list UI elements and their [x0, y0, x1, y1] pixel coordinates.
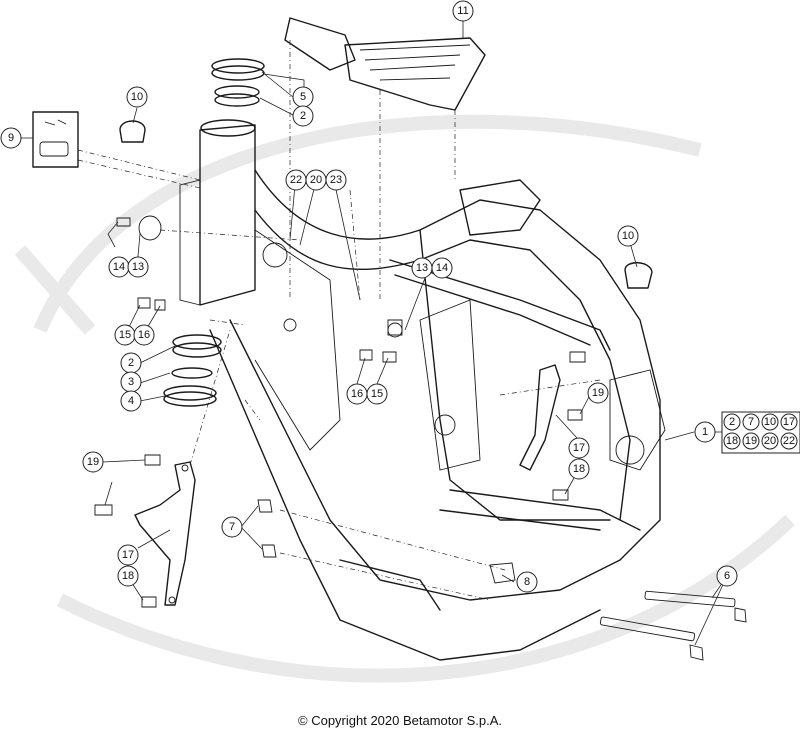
parts-kit-legend: 2 7 10 17 18 19 20 22 [721, 411, 800, 454]
steering-head-tube [179, 119, 256, 306]
callout-22[interactable]: 22 [285, 169, 307, 191]
callout-label: 14 [436, 262, 448, 274]
callout-16-left[interactable]: 16 [133, 324, 155, 346]
callout-label: 22 [290, 174, 302, 186]
callout-17-left[interactable]: 17 [117, 544, 139, 566]
legend-label: 22 [783, 435, 795, 447]
ignition-lock [32, 111, 79, 168]
legend-item[interactable]: 7 [742, 413, 760, 431]
callout-13-center[interactable]: 13 [411, 257, 433, 279]
callout-17-right[interactable]: 17 [568, 437, 590, 459]
callout-2-bottom[interactable]: 2 [120, 352, 142, 374]
legend-label: 19 [745, 435, 757, 447]
callout-10-left[interactable]: 10 [126, 86, 148, 108]
callout-14-left[interactable]: 14 [108, 256, 130, 278]
callout-label: 6 [724, 570, 730, 582]
legend-item[interactable]: 10 [761, 413, 779, 431]
callout-16-center[interactable]: 16 [346, 383, 368, 405]
callout-label: 10 [622, 230, 634, 242]
cable-clamp-parts [119, 120, 653, 289]
callout-label: 7 [229, 521, 235, 533]
legend-label: 10 [764, 416, 776, 428]
callout-label: 3 [128, 376, 134, 388]
callout-15-center[interactable]: 15 [366, 383, 388, 405]
callout-label: 16 [351, 388, 363, 400]
legend-label: 2 [729, 416, 735, 428]
callout-18-left[interactable]: 18 [117, 565, 139, 587]
top-bearing-stack [211, 58, 265, 107]
legend-item[interactable]: 22 [780, 432, 798, 450]
callout-label: 14 [113, 261, 125, 273]
callout-label: 13 [132, 261, 144, 273]
callout-5[interactable]: 5 [292, 86, 314, 108]
callout-18-right[interactable]: 18 [568, 458, 590, 480]
callout-6[interactable]: 6 [716, 565, 738, 587]
callout-label: 10 [131, 91, 143, 103]
copyright-notice: © Copyright 2020 Betamotor S.p.A. [298, 713, 502, 728]
callout-label: 5 [300, 91, 306, 103]
legend-label: 17 [783, 416, 795, 428]
callout-4[interactable]: 4 [120, 390, 142, 412]
bottom-bearing-stack [163, 334, 222, 407]
legend-item[interactable]: 2 [723, 413, 741, 431]
callout-label: 8 [524, 576, 530, 588]
callout-20[interactable]: 20 [305, 169, 327, 191]
callout-label: 19 [592, 387, 604, 399]
callout-11[interactable]: 11 [452, 0, 474, 22]
callout-label: 20 [310, 174, 322, 186]
legend-label: 7 [748, 416, 754, 428]
callout-7[interactable]: 7 [221, 516, 243, 538]
callout-label: 9 [8, 132, 14, 144]
callout-19-right[interactable]: 19 [587, 382, 609, 404]
callout-label: 1 [702, 426, 708, 438]
callout-label: 17 [122, 549, 134, 561]
legend-label: 20 [764, 435, 776, 447]
hardware [94, 215, 747, 661]
legend-item[interactable]: 20 [761, 432, 779, 450]
callout-label: 17 [573, 442, 585, 454]
callout-13-left[interactable]: 13 [127, 256, 149, 278]
callout-label: 2 [300, 110, 306, 122]
callout-8[interactable]: 8 [516, 571, 538, 593]
callout-23[interactable]: 23 [325, 169, 347, 191]
callout-label: 18 [573, 463, 585, 475]
leader-lines [21, 21, 728, 646]
side-bracket-left [134, 461, 196, 606]
callout-label: 4 [128, 395, 134, 407]
side-bracket-right [519, 364, 561, 471]
callout-2-top[interactable]: 2 [292, 105, 314, 127]
callout-9[interactable]: 9 [0, 127, 22, 149]
callout-15-left[interactable]: 15 [114, 324, 136, 346]
callout-label: 11 [457, 5, 468, 17]
callout-label: 2 [128, 357, 134, 369]
callout-1[interactable]: 1 [694, 421, 716, 443]
callout-3[interactable]: 3 [120, 371, 142, 393]
legend-item[interactable]: 19 [742, 432, 760, 450]
callout-label: 15 [119, 329, 131, 341]
rear-mudguard-support [284, 17, 486, 111]
legend-item[interactable]: 18 [723, 432, 741, 450]
callout-label: 19 [87, 456, 99, 468]
callout-19-left[interactable]: 19 [82, 451, 104, 473]
callout-label: 23 [330, 174, 342, 186]
callout-10-right[interactable]: 10 [617, 225, 639, 247]
legend-item[interactable]: 17 [780, 413, 798, 431]
callout-label: 15 [371, 388, 383, 400]
main-frame [209, 169, 666, 661]
callout-label: 13 [416, 262, 428, 274]
reference-lines [77, 40, 601, 601]
watermark-logo [14, 114, 795, 683]
callout-14-center[interactable]: 14 [431, 257, 453, 279]
callout-label: 16 [138, 329, 150, 341]
legend-label: 18 [726, 435, 738, 447]
callout-label: 18 [122, 570, 134, 582]
